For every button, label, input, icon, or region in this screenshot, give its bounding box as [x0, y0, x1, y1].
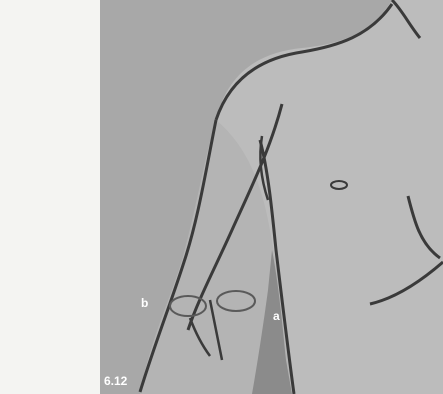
label-b: b [141, 296, 148, 310]
figure-number: 6.12 [104, 374, 127, 388]
label-a: a [273, 309, 280, 323]
